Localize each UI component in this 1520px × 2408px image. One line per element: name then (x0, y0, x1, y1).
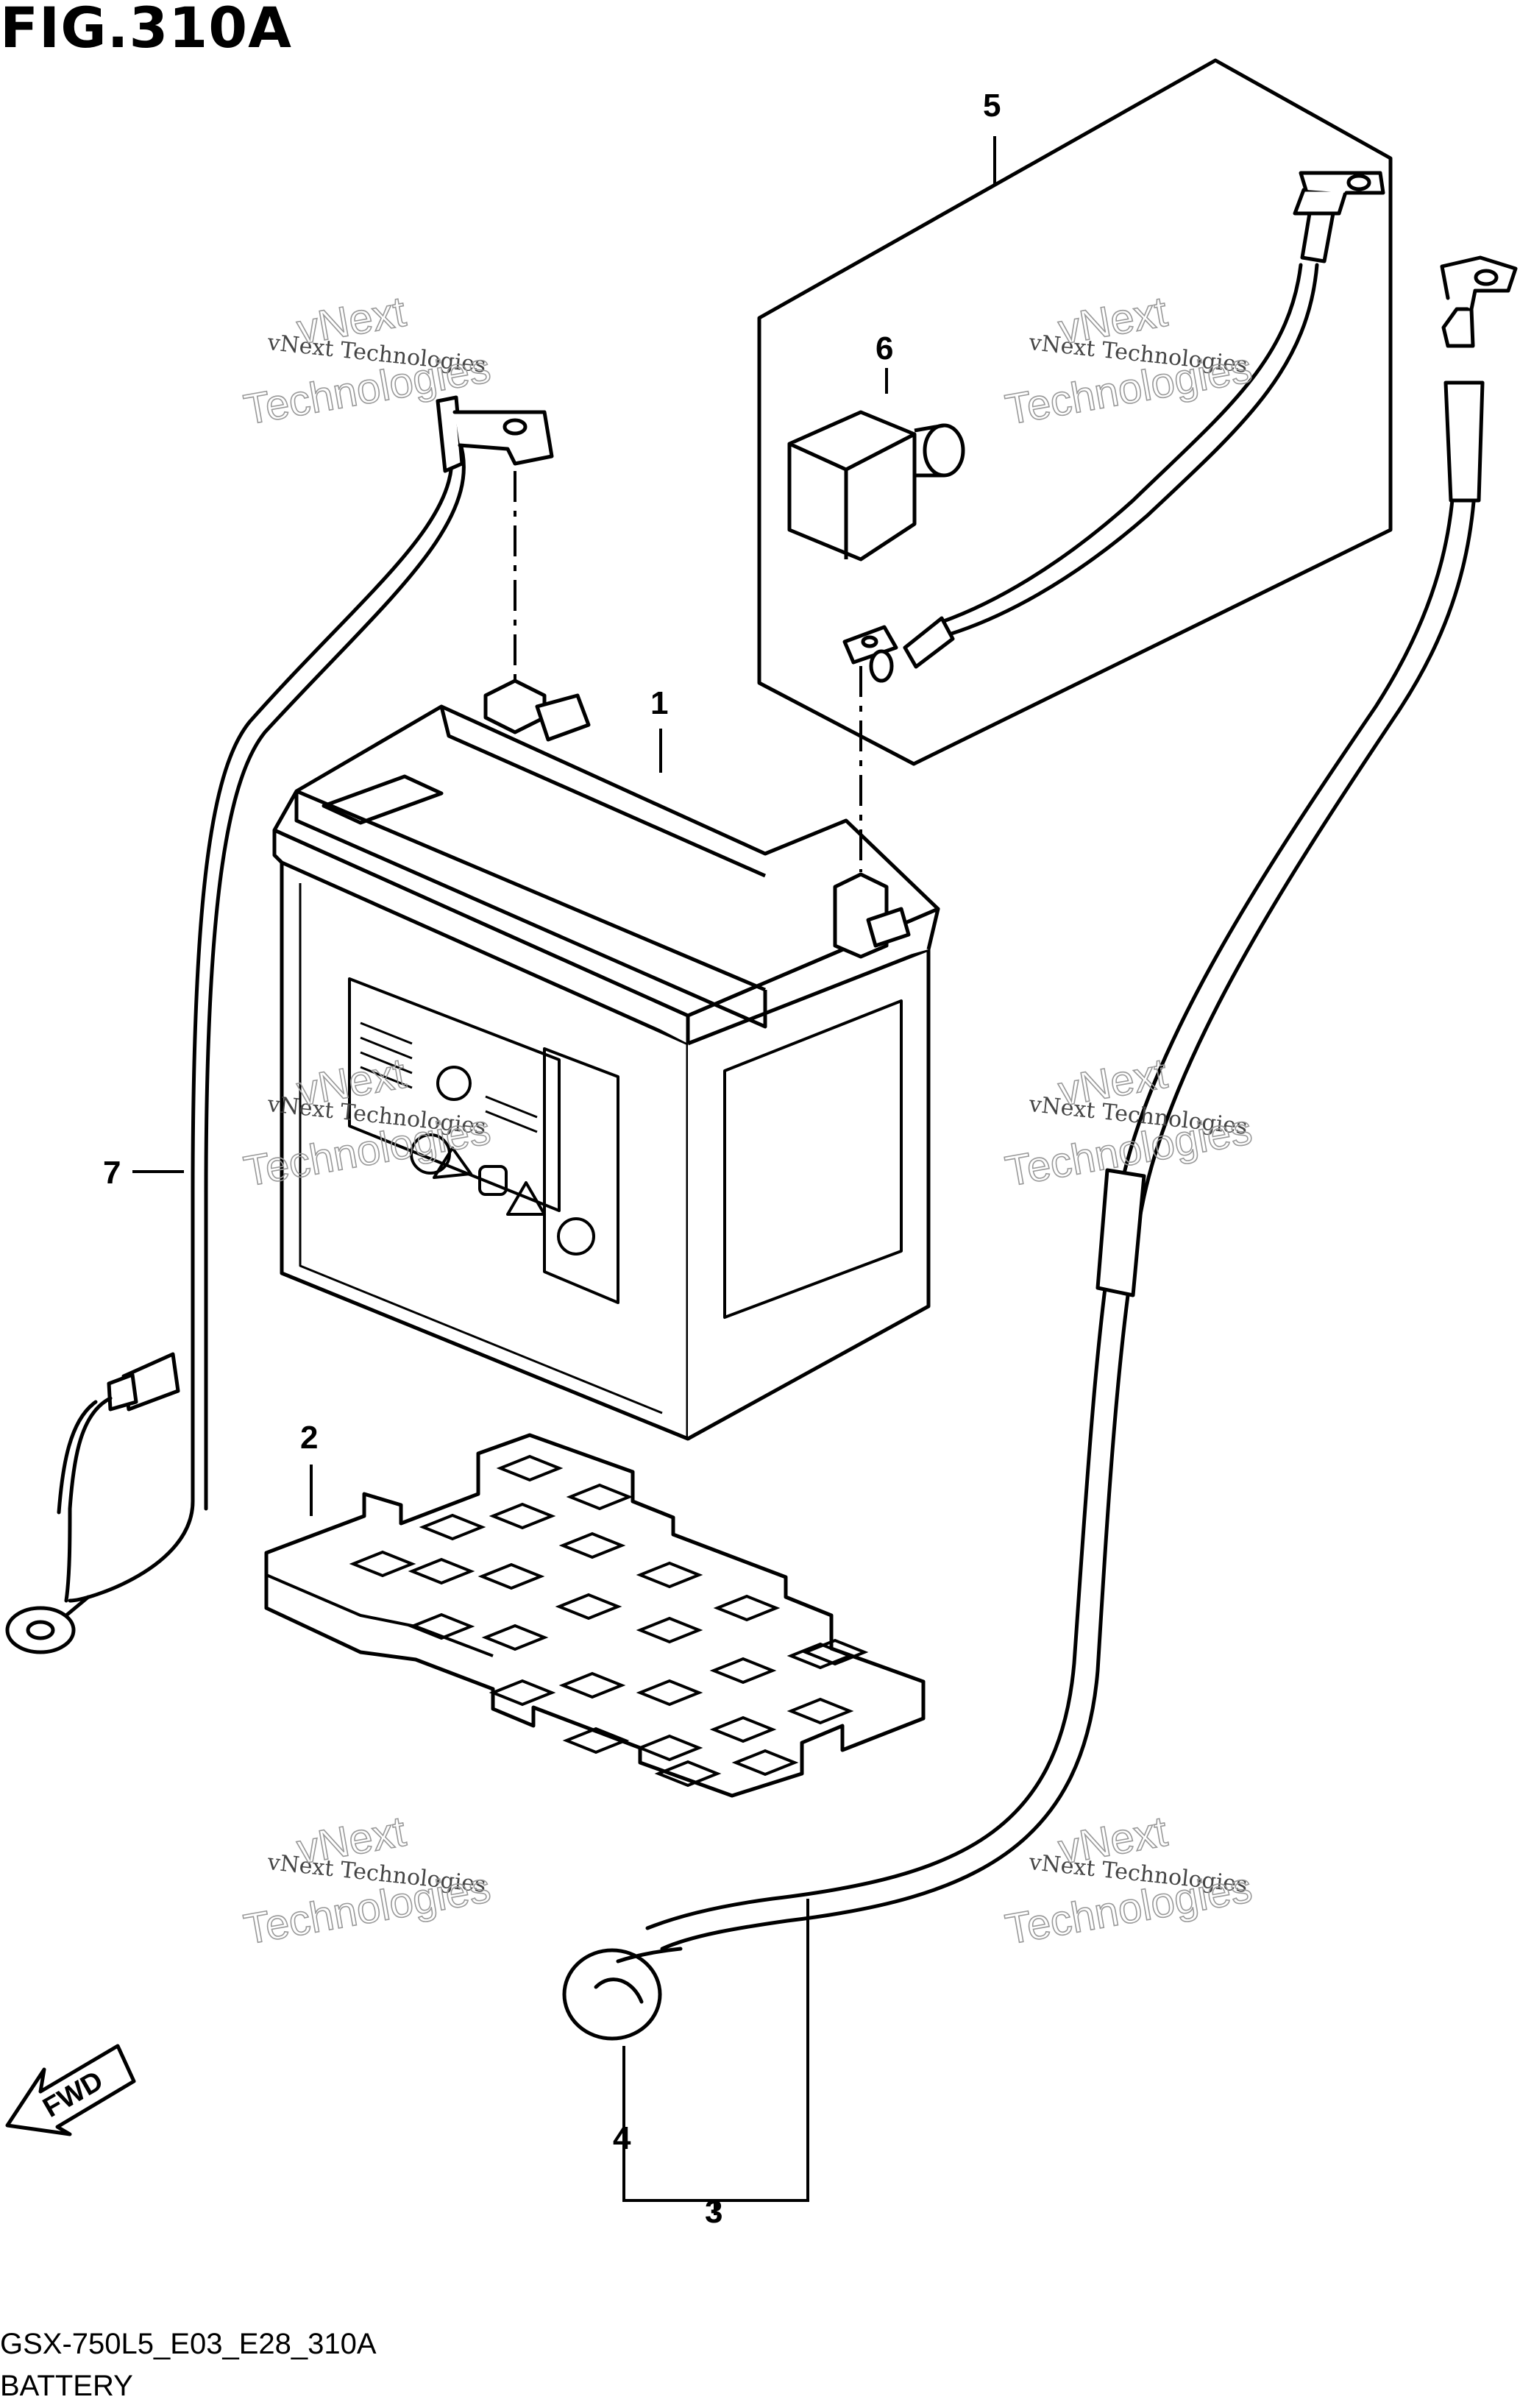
negative-cable-part-3 (562, 255, 1518, 2041)
center-lines (514, 471, 862, 872)
tray-slot-grid (349, 1454, 869, 1788)
callout-part-6: 6 (876, 330, 893, 366)
diagram-code: GSX-750L5_E03_E28_310A (0, 2328, 377, 2360)
callout-part-3: 3 (705, 2194, 722, 2230)
callout-part-1: 1 (650, 685, 668, 721)
watermark-bottom-left: vNext Technologies vNext Technologies (240, 1807, 494, 1955)
ground-wire-part-7 (5, 395, 554, 1654)
diagram-name: BATTERY (0, 2370, 133, 2402)
leader-lines (132, 136, 996, 2215)
watermark-top-right: vNext Technologies vNext Technologies (1001, 287, 1256, 435)
callout-part-4: 4 (613, 2120, 631, 2156)
inset-box-cable-assembly (757, 58, 1393, 766)
watermark-mid-right: vNext Technologies vNext Technologies (1001, 1049, 1256, 1197)
battery-part-1 (272, 679, 940, 1441)
callout-part-7: 7 (103, 1155, 121, 1191)
callout-part-5: 5 (983, 88, 1001, 124)
terminal-cap-part-6 (787, 410, 965, 562)
positive-cable-part-5 (842, 171, 1385, 683)
figure-title: FIG.310A (0, 0, 292, 60)
forward-direction-arrow: FWD (5, 2044, 136, 2136)
watermark-bottom-right: vNext Technologies vNext Technologies (1001, 1807, 1256, 1955)
callout-labels: 5 6 1 7 2 4 3 (103, 88, 1001, 2230)
callout-part-2: 2 (300, 1420, 318, 1456)
